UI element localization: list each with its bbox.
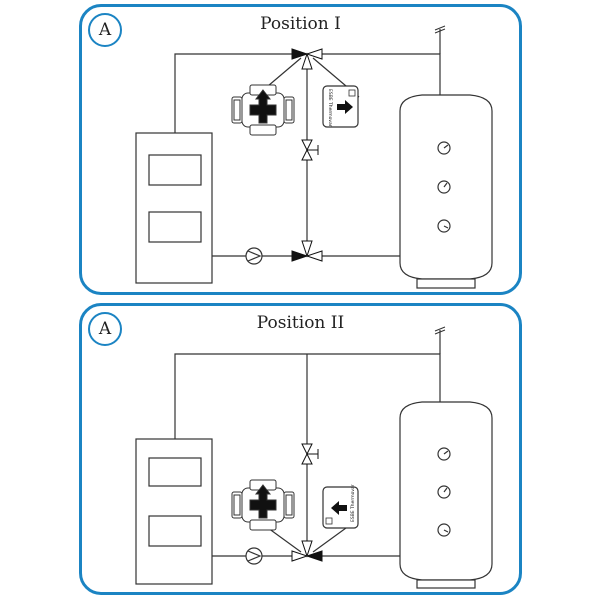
pump-icon xyxy=(245,247,263,265)
boiler xyxy=(135,438,213,585)
arrow-right-icon xyxy=(337,100,353,114)
controller-box xyxy=(322,486,359,529)
arrow-left-icon xyxy=(331,501,347,515)
controller-box xyxy=(322,85,359,128)
panel-title: Position II xyxy=(256,313,345,333)
storage-tank xyxy=(399,401,493,589)
three-way-valve-top xyxy=(291,48,323,70)
isolation-valve-mid xyxy=(301,443,319,465)
panel-position-2: A Position II xyxy=(79,303,522,595)
heating-schematic: ESBE Thermovar xyxy=(135,326,493,589)
three-way-valve-bottom xyxy=(291,240,323,262)
boiler xyxy=(135,132,213,284)
isolation-valve-mid xyxy=(301,139,319,161)
thermovar-valve-icon xyxy=(231,479,295,531)
thermovar-valve-icon xyxy=(231,84,295,136)
panel-title: Position I xyxy=(260,14,341,34)
three-way-valve-bottom xyxy=(291,540,323,562)
pump-icon xyxy=(245,547,263,565)
controller-label: ESBE Thermovar xyxy=(327,89,333,127)
storage-tank xyxy=(399,94,493,289)
panel-badge: A xyxy=(88,312,122,346)
controller-label: ESBE Thermovar xyxy=(350,484,356,522)
panel-badge: A xyxy=(88,13,122,47)
panel-position-1: A Position I xyxy=(79,4,522,295)
pipe-top-loop xyxy=(174,53,302,133)
heating-schematic: ESBE Thermovar xyxy=(135,25,493,289)
